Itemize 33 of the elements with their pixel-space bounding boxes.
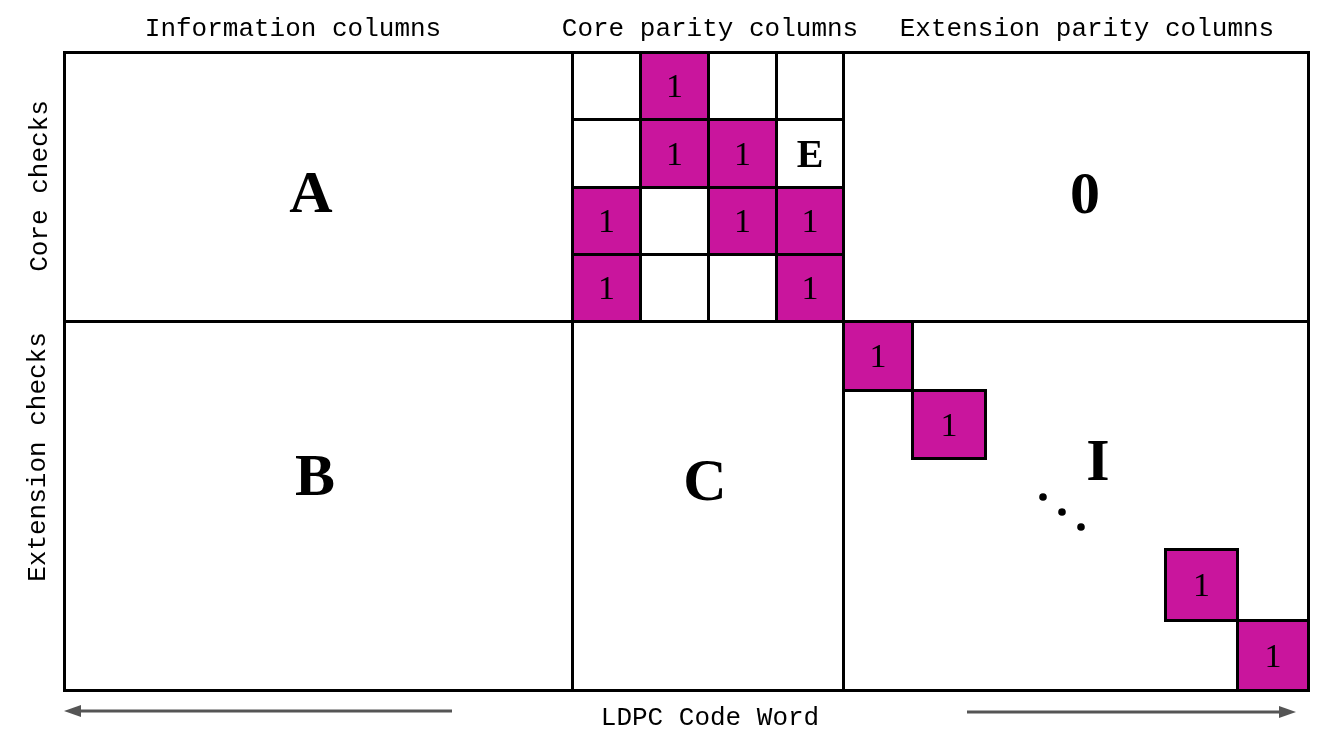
matrix-entry: 1 bbox=[642, 121, 710, 189]
matrix-entry: 1 bbox=[642, 51, 710, 121]
row-group-label: Core checks bbox=[27, 100, 53, 272]
matrix-entry: 1 bbox=[778, 256, 842, 320]
matrix-entry: 1 bbox=[710, 121, 778, 189]
submatrix-label: 0 bbox=[1070, 163, 1100, 223]
code-word-label: LDPC Code Word bbox=[600, 705, 820, 731]
matrix-block bbox=[63, 320, 574, 692]
column-group-label: Extension parity columns bbox=[899, 16, 1275, 42]
submatrix-label: C bbox=[683, 450, 727, 510]
matrix-block bbox=[842, 51, 1310, 323]
matrix-entry: 1 bbox=[778, 189, 842, 256]
matrix-block bbox=[842, 320, 1310, 692]
submatrix-label: A bbox=[289, 162, 333, 222]
column-group-label: Core parity columns bbox=[561, 16, 859, 42]
matrix-entry bbox=[574, 51, 642, 121]
matrix-entry bbox=[642, 189, 710, 256]
matrix-entry: 1 bbox=[911, 389, 987, 460]
matrix-entry bbox=[778, 51, 842, 121]
matrix-entry: 1 bbox=[574, 256, 642, 320]
column-group-label: Information columns bbox=[144, 16, 442, 42]
matrix-entry: 1 bbox=[574, 189, 642, 256]
matrix-block bbox=[571, 320, 845, 692]
matrix-block bbox=[63, 51, 574, 323]
matrix-entry: 1 bbox=[1164, 548, 1239, 622]
submatrix-label: B bbox=[295, 445, 335, 505]
matrix-entry bbox=[710, 51, 778, 121]
matrix-entry: 1 bbox=[710, 189, 778, 256]
row-group-label: Extension checks bbox=[25, 332, 51, 582]
matrix-entry: 1 bbox=[842, 320, 914, 392]
matrix-entry bbox=[574, 121, 642, 189]
matrix-entry: 1 bbox=[1236, 619, 1310, 692]
submatrix-label: I bbox=[1086, 430, 1110, 490]
